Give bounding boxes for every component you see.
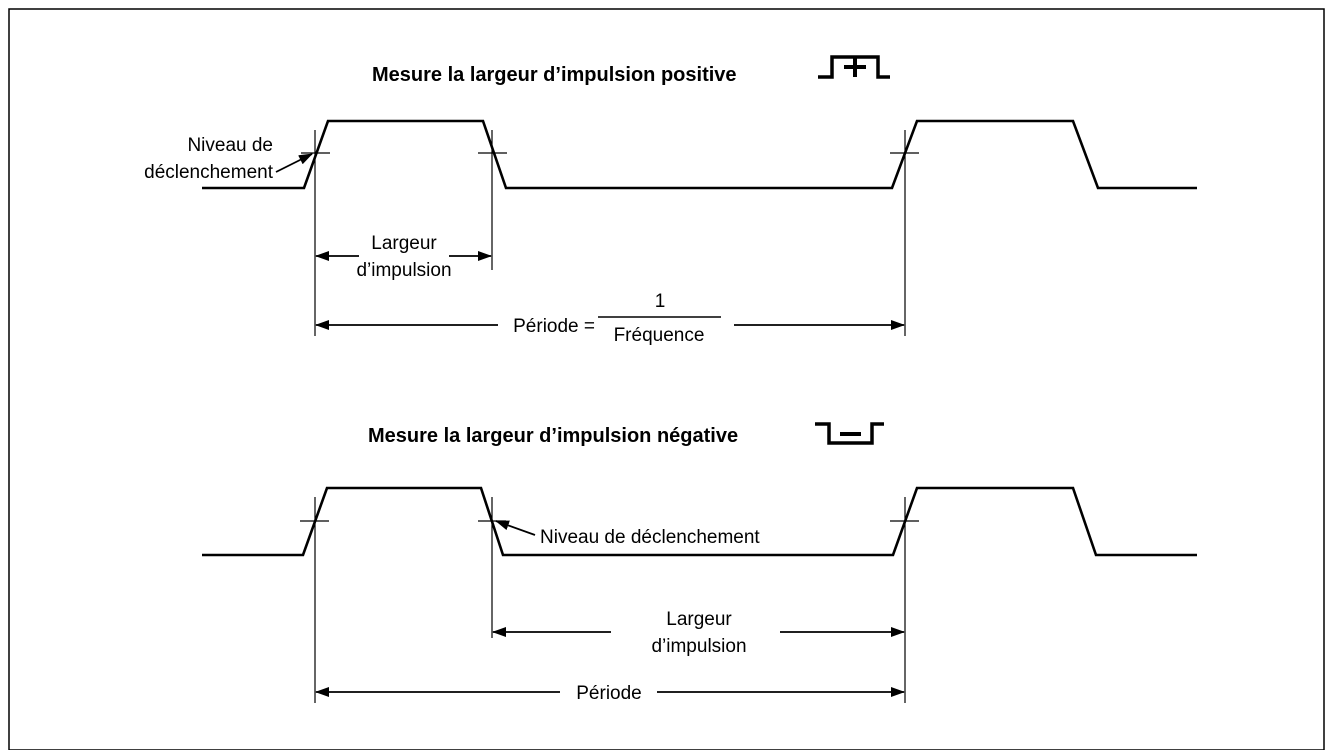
negative-title: Mesure la largeur d’impulsion négative (368, 425, 738, 447)
positive-section: Mesure la largeur d’impulsion positive N… (144, 55, 1197, 346)
positive-period-label: Période = (513, 316, 595, 337)
negative-pulse-width-icon (815, 422, 884, 445)
positive-trigger-markers (301, 130, 919, 336)
positive-pulse-width-icon (818, 55, 890, 79)
positive-trigger-label-line2: déclenchement (144, 162, 274, 183)
positive-fraction-numerator: 1 (655, 291, 666, 312)
negative-trigger-label: Niveau de déclenchement (540, 527, 760, 548)
positive-trigger-label-line1: Niveau de (187, 135, 273, 156)
negative-trigger-arrow (495, 520, 536, 536)
positive-waveform (202, 119, 1197, 190)
positive-fraction-denominator: Fréquence (614, 325, 705, 346)
diagram-frame (8, 8, 1325, 750)
negative-trigger-markers (300, 497, 919, 703)
positive-width-label-line1: Largeur (371, 233, 437, 254)
negative-period-label: Période (576, 683, 642, 704)
positive-trigger-arrow (275, 153, 313, 173)
negative-section: Mesure la largeur d’impulsion négative N… (202, 422, 1197, 704)
positive-title: Mesure la largeur d’impulsion positive (372, 64, 737, 86)
negative-width-label-line2: d’impulsion (651, 636, 746, 657)
positive-width-label-line2: d’impulsion (356, 260, 451, 281)
negative-width-label-line1: Largeur (666, 609, 732, 630)
